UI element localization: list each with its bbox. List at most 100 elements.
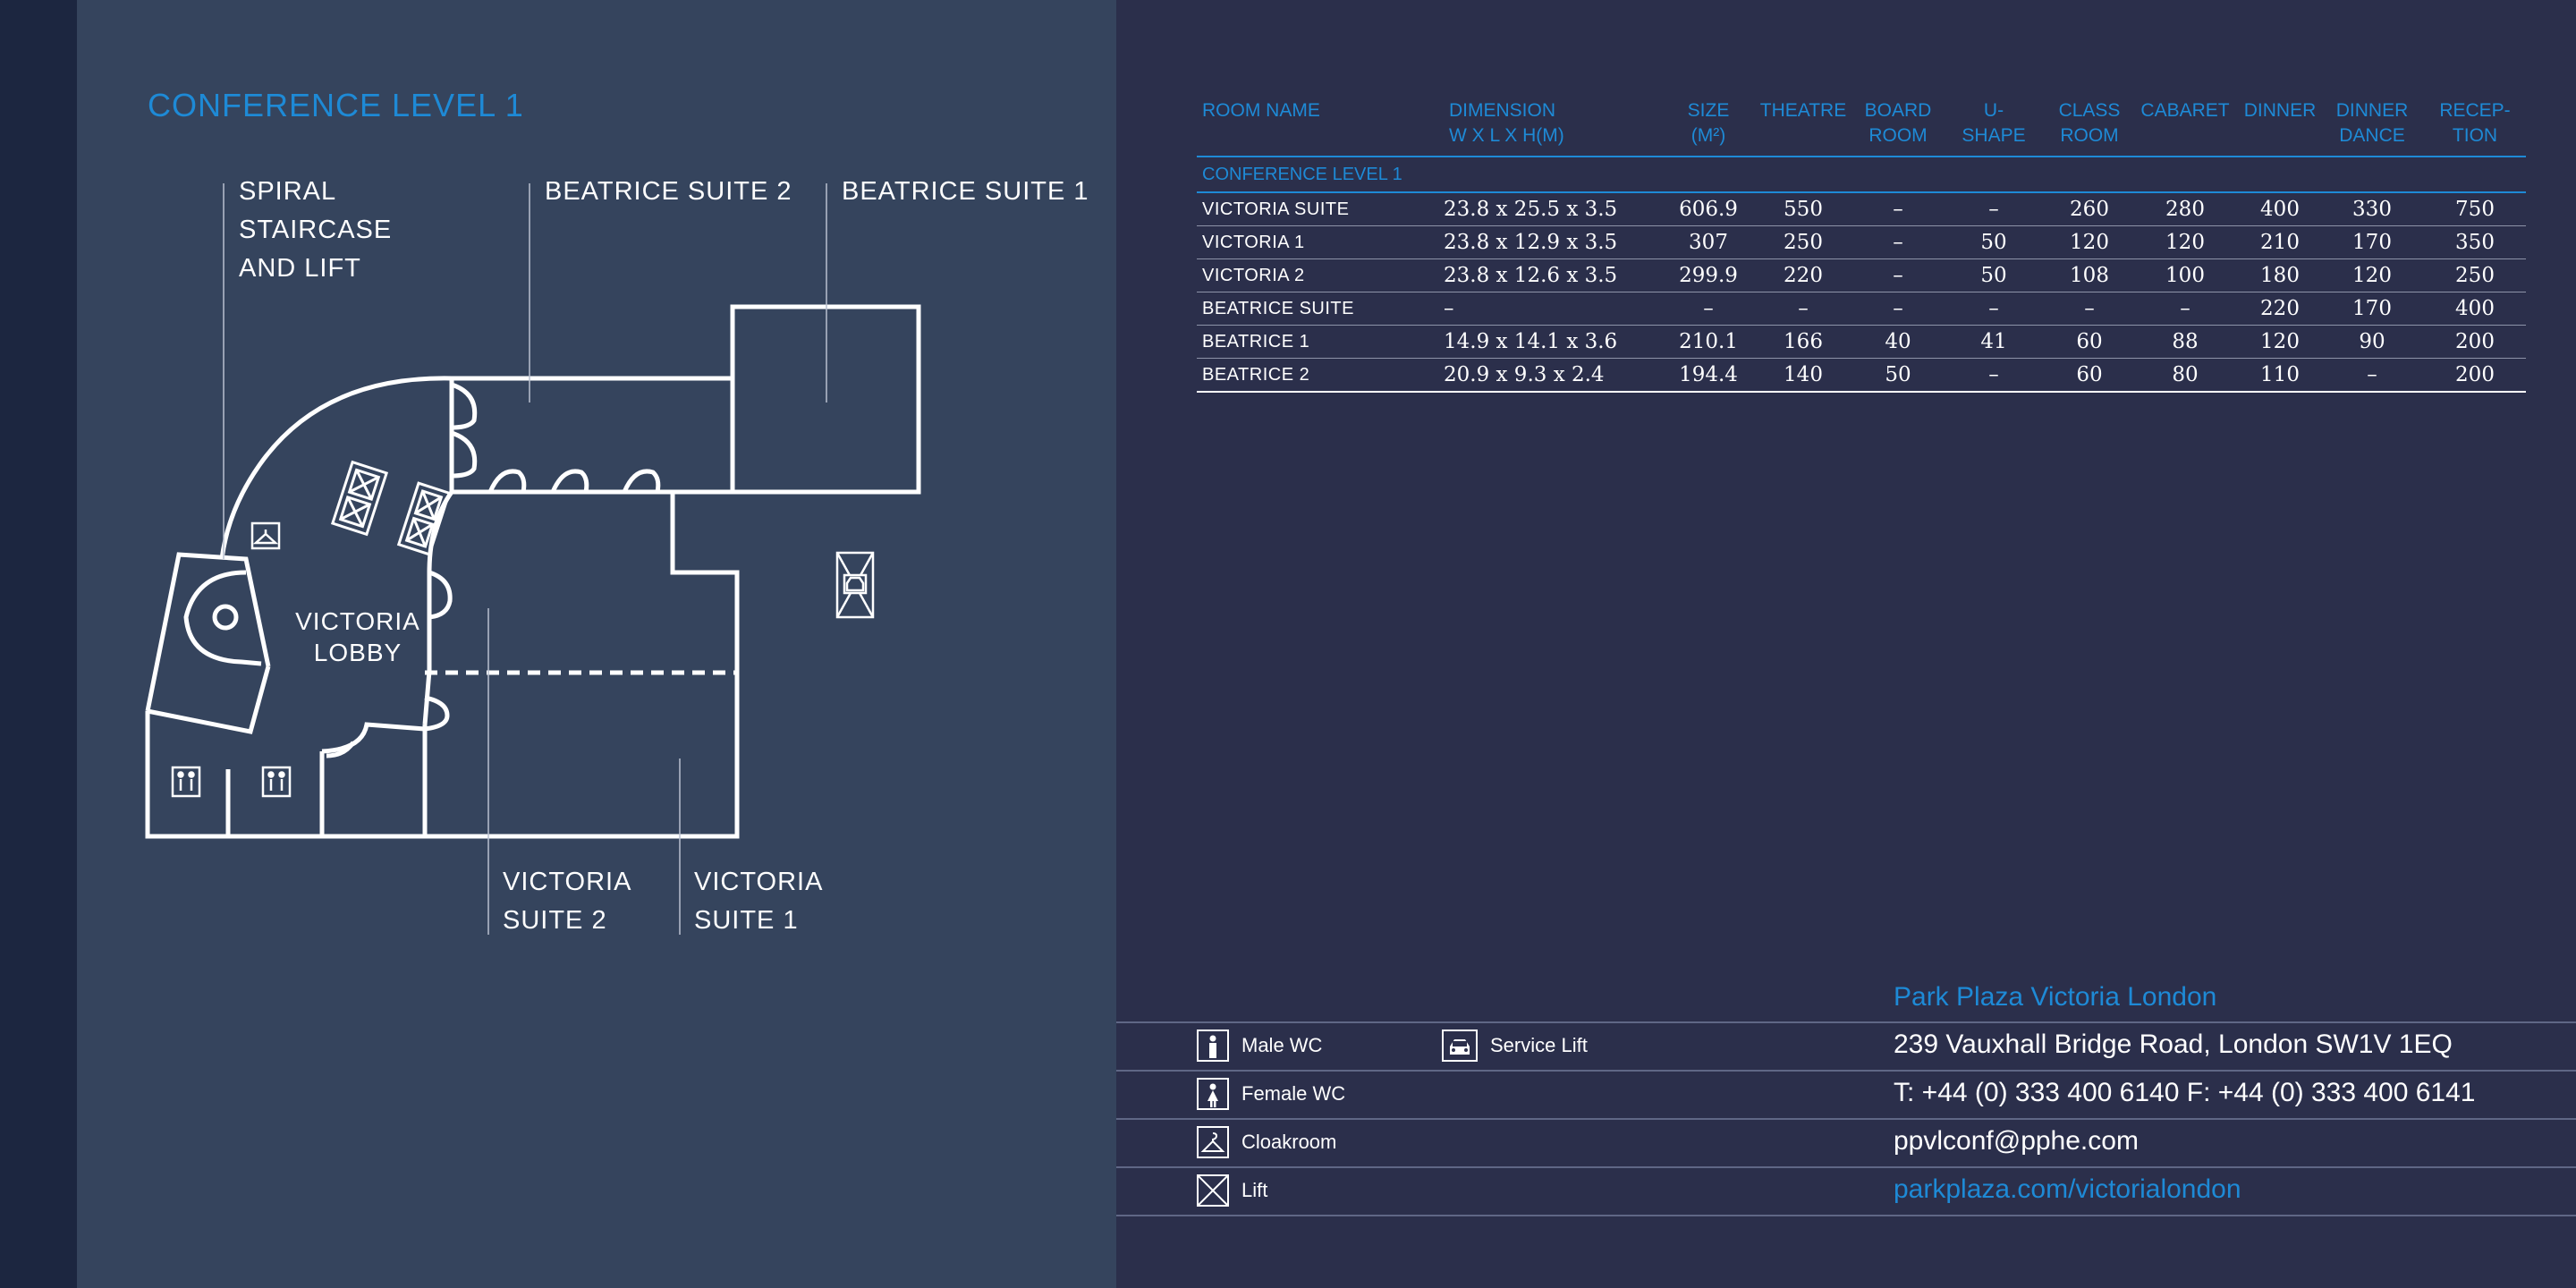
room-name-cell: VICTORIA 1 <box>1197 225 1444 259</box>
room-name-cell: BEATRICE 2 <box>1197 358 1444 393</box>
male-wc-icon <box>1197 1030 1229 1062</box>
column-header: DINNER <box>2240 98 2320 157</box>
label-victoria-lobby: VICTORIA LOBBY <box>295 607 420 666</box>
legend-label: Male WC <box>1241 1034 1323 1056</box>
capacity-cell: 120 <box>2048 225 2131 259</box>
legend-male-wc: Male WC <box>1197 1030 1322 1062</box>
capacity-cell: 194.4 <box>1667 358 1750 393</box>
level-title: CONFERENCE LEVEL 1 <box>148 87 524 123</box>
label-victoria-suite-2: VICTORIA SUITE 2 <box>503 868 632 935</box>
capacity-cell: – <box>1939 292 2048 326</box>
legend-label: Cloakroom <box>1241 1131 1337 1153</box>
capacity-cell: 60 <box>2048 358 2131 393</box>
room-name-cell: VICTORIA SUITE <box>1197 192 1444 226</box>
column-header: DINNER DANCE <box>2320 98 2424 157</box>
column-header: SIZE (M²) <box>1667 98 1750 157</box>
capacity-cell: – <box>2131 292 2240 326</box>
column-header: DIMENSION W X L X H(M) <box>1444 98 1667 157</box>
wc-icon <box>171 766 292 798</box>
capacity-cell: 166 <box>1750 325 1857 359</box>
service-lift-icon <box>835 551 875 619</box>
cloakroom-icon <box>250 521 281 550</box>
capacity-cell: 210 <box>2240 225 2320 259</box>
legend-service-lift: Service Lift <box>1442 1030 1588 1062</box>
capacity-table-wrap: ROOM NAME DIMENSION W X L X H(M) SIZE (M… <box>1197 98 2526 393</box>
capacity-cell: 50 <box>1939 258 2048 292</box>
capacity-cell: 280 <box>2131 192 2240 226</box>
room-name-cell: BEATRICE 1 <box>1197 325 1444 359</box>
email-link[interactable]: ppvlconf@pphe.com <box>1894 1126 2139 1156</box>
capacity-cell: – <box>1857 192 1939 226</box>
capacity-cell: 80 <box>2131 358 2240 393</box>
capacity-cell: 200 <box>2424 325 2526 359</box>
floor-plan <box>145 183 921 935</box>
capacity-cell: 120 <box>2320 258 2424 292</box>
column-header: BOARD ROOM <box>1857 98 1939 157</box>
capacity-cell: 350 <box>2424 225 2526 259</box>
lift-icon <box>1197 1174 1229 1207</box>
capacity-cell: 200 <box>2424 358 2526 393</box>
female-wc-icon <box>1197 1078 1229 1110</box>
dimension-cell: 14.9 x 14.1 x 3.6 <box>1444 325 1667 359</box>
legend-label: Service Lift <box>1490 1034 1588 1056</box>
dimension-cell: – <box>1444 292 1667 326</box>
legend-cloakroom: Cloakroom <box>1197 1126 1336 1158</box>
capacity-cell: 140 <box>1750 358 1857 393</box>
room-beatrice-suite-1 <box>730 304 921 495</box>
capacity-cell: 120 <box>2240 325 2320 359</box>
legend-lift: Lift <box>1197 1174 1267 1207</box>
capacity-cell: 250 <box>2424 258 2526 292</box>
capacity-cell: 307 <box>1667 225 1750 259</box>
cloakroom-icon <box>1197 1126 1229 1158</box>
capacity-cell: – <box>2048 292 2131 326</box>
capacity-cell: 606.9 <box>1667 192 1750 226</box>
dimension-cell: 23.8 x 12.9 x 3.5 <box>1444 225 1667 259</box>
table-header-row: ROOM NAME DIMENSION W X L X H(M) SIZE (M… <box>1197 98 2526 157</box>
capacity-cell: 60 <box>2048 325 2131 359</box>
capacity-cell: 180 <box>2240 258 2320 292</box>
capacity-cell: – <box>1667 292 1750 326</box>
website-link[interactable]: parkplaza.com/victorialondon <box>1894 1174 2241 1204</box>
capacity-cell: 100 <box>2131 258 2240 292</box>
capacity-cell: 400 <box>2424 292 2526 326</box>
column-header: ROOM NAME <box>1197 98 1444 157</box>
capacity-cell: – <box>1857 225 1939 259</box>
capacity-cell: 50 <box>1939 225 2048 259</box>
capacity-cell: 250 <box>1750 225 1857 259</box>
capacity-cell: 330 <box>2320 192 2424 226</box>
label-beatrice-suite-1: BEATRICE SUITE 1 <box>842 177 1089 206</box>
divider <box>1116 1166 2576 1168</box>
divider <box>1116 1215 2576 1216</box>
capacity-cell: 120 <box>2131 225 2240 259</box>
legend-label: Lift <box>1241 1179 1268 1201</box>
dimension-cell: 23.8 x 12.6 x 3.5 <box>1444 258 1667 292</box>
capacity-cell: 750 <box>2424 192 2526 226</box>
capacity-cell: – <box>1750 292 1857 326</box>
address: 239 Vauxhall Bridge Road, London SW1V 1E… <box>1894 1030 2453 1059</box>
legend-label: Female WC <box>1241 1082 1346 1105</box>
column-header: CLASS ROOM <box>2048 98 2131 157</box>
divider <box>1116 1118 2576 1120</box>
capacity-cell: 400 <box>2240 192 2320 226</box>
capacity-table: ROOM NAME DIMENSION W X L X H(M) SIZE (M… <box>1197 98 2526 393</box>
capacity-cell: – <box>2320 358 2424 393</box>
capacity-cell: – <box>1939 358 2048 393</box>
column-header: THEATRE <box>1750 98 1857 157</box>
capacity-cell: 90 <box>2320 325 2424 359</box>
room-name-cell: VICTORIA 2 <box>1197 258 1444 292</box>
capacity-cell: 210.1 <box>1667 325 1750 359</box>
room-beatrice-suite-2 <box>219 376 733 560</box>
capacity-cell: – <box>1857 292 1939 326</box>
capacity-cell: – <box>1857 258 1939 292</box>
capacity-cell: 220 <box>2240 292 2320 326</box>
phone-fax: T: +44 (0) 333 400 6140 F: +44 (0) 333 4… <box>1894 1078 2476 1107</box>
divider <box>1116 1070 2576 1072</box>
capacity-cell: – <box>1939 192 2048 226</box>
capacity-cell: 299.9 <box>1667 258 1750 292</box>
label-spiral-staircase: SPIRAL STAIRCASE AND LIFT <box>239 177 393 283</box>
